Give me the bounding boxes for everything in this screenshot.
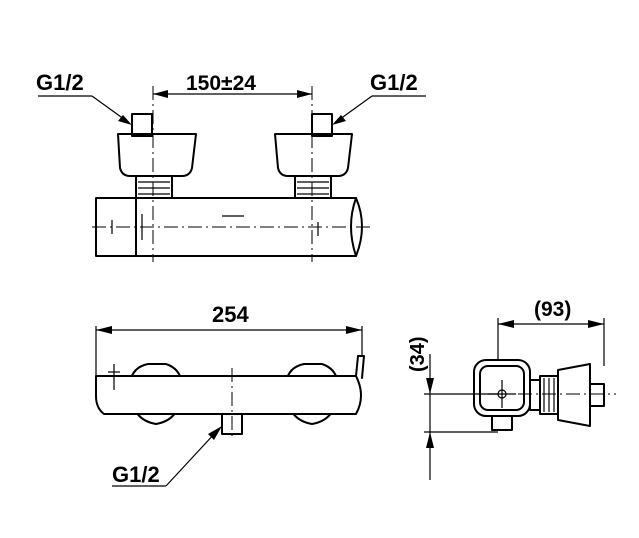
- side-body: [473, 359, 531, 431]
- inlet-center-label: G1/2: [112, 462, 160, 487]
- left-inlet-connector: [117, 113, 197, 199]
- depth-label: (93): [534, 298, 571, 321]
- dimension-labels: G1/2 150±24 G1/2 254 (93) (34) G1/2: [36, 70, 571, 487]
- inlet-right-label: G1/2: [370, 70, 418, 95]
- spacing-dimension: [153, 90, 312, 98]
- side-view: [424, 318, 616, 480]
- top-view: [38, 86, 426, 262]
- height-label: (34): [407, 336, 429, 372]
- length-dimension: [95, 326, 363, 396]
- top-valve-body: [92, 197, 370, 257]
- inlet-leaders: [38, 95, 426, 125]
- inlet-left-label: G1/2: [36, 70, 84, 95]
- length-label: 254: [212, 302, 249, 327]
- height-dimension: [424, 354, 498, 480]
- right-inlet-connector: [274, 113, 353, 199]
- side-connector: [470, 363, 616, 427]
- bottom-inlet-stub: [112, 413, 243, 487]
- spacing-label: 150±24: [186, 72, 256, 95]
- depth-dimension: [497, 318, 605, 366]
- front-view: [95, 326, 365, 487]
